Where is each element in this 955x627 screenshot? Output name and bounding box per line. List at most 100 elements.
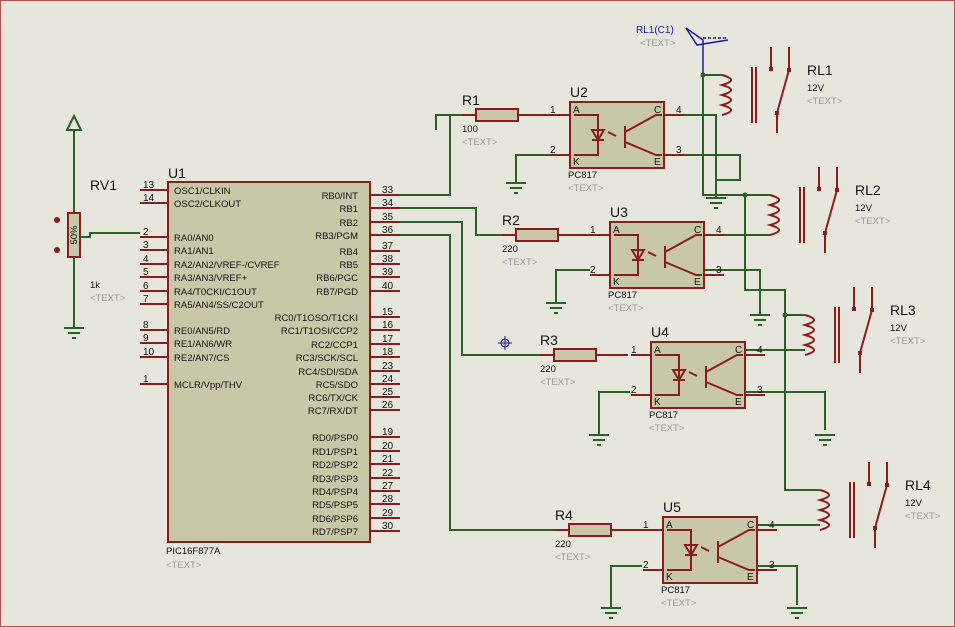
opto-pin-c: C bbox=[694, 225, 701, 236]
pin-number: 22 bbox=[382, 468, 394, 479]
mcu-u1[interactable]: U1 PIC16F877A <TEXT> 13OSC1/CLKIN14OSC2/… bbox=[140, 165, 400, 571]
pin-number: 7 bbox=[143, 294, 149, 305]
pin-number: 29 bbox=[382, 508, 394, 519]
voltage-probe[interactable]: RL1(C1) <TEXT> bbox=[636, 25, 729, 75]
pot-handle-up-icon[interactable] bbox=[54, 217, 60, 223]
pin-number: 14 bbox=[143, 193, 155, 204]
opto-part: PC817 bbox=[608, 290, 637, 301]
opto-pin-num-1: 1 bbox=[550, 105, 556, 116]
opto-pin-a: A bbox=[613, 225, 620, 236]
opto-pin-e: E bbox=[654, 157, 661, 168]
led-icon bbox=[630, 249, 646, 262]
relay-coil-icon bbox=[801, 314, 815, 356]
resistor-ref: R4 bbox=[555, 507, 573, 523]
pin-name: RA0/AN0 bbox=[174, 233, 214, 244]
pin-name: RD2/PSP2 bbox=[312, 460, 358, 471]
pin-name: OSC2/CLKOUT bbox=[174, 199, 241, 210]
pin-name: RB2 bbox=[340, 218, 358, 229]
opto-part: PC817 bbox=[661, 585, 690, 596]
pin-number: 28 bbox=[382, 494, 394, 505]
pin-number: 16 bbox=[382, 320, 394, 331]
mcu-text: <TEXT> bbox=[166, 560, 202, 571]
pot-handle-down-icon[interactable] bbox=[54, 247, 60, 253]
pin-name: RC7/RX/DT bbox=[308, 406, 358, 417]
opto-text: <TEXT> bbox=[568, 183, 604, 194]
pin-name: RD5/PSP5 bbox=[312, 500, 358, 511]
relay-coil-icon bbox=[718, 74, 732, 116]
optocouplers: AKCE1243U2PC817<TEXT>AKCE1243U3PC817<TEX… bbox=[550, 84, 777, 609]
pin-number: 23 bbox=[382, 361, 394, 372]
pin-name: RB4 bbox=[340, 247, 358, 258]
probe-text: <TEXT> bbox=[640, 38, 676, 49]
resistor-value: 220 bbox=[502, 244, 518, 255]
pin-number: 40 bbox=[382, 281, 394, 292]
opto-ref: U5 bbox=[663, 499, 681, 515]
pin-number: 17 bbox=[382, 334, 394, 345]
pin-name: RE0/AN5/RD bbox=[174, 326, 230, 337]
pin-number: 20 bbox=[382, 441, 394, 452]
rv1-ref: RV1 bbox=[90, 177, 117, 193]
opto-pin-num-4: 4 bbox=[716, 225, 722, 236]
rv1-value: 1k bbox=[90, 280, 100, 291]
pin-number: 3 bbox=[143, 240, 149, 251]
opto-pin-num-4: 4 bbox=[757, 345, 763, 356]
potentiometer-rv1[interactable]: 50% RV1 1k <TEXT> bbox=[54, 113, 140, 339]
relay-value: 12V bbox=[855, 203, 873, 214]
opto-part: PC817 bbox=[568, 170, 597, 181]
relay-switch-icon bbox=[859, 309, 873, 354]
relay-coil-icon bbox=[816, 489, 830, 531]
pin-name: OSC1/CLKIN bbox=[174, 186, 231, 197]
opto-pin-num-1: 1 bbox=[643, 520, 649, 531]
probe-ref: RL1(C1) bbox=[636, 25, 674, 36]
